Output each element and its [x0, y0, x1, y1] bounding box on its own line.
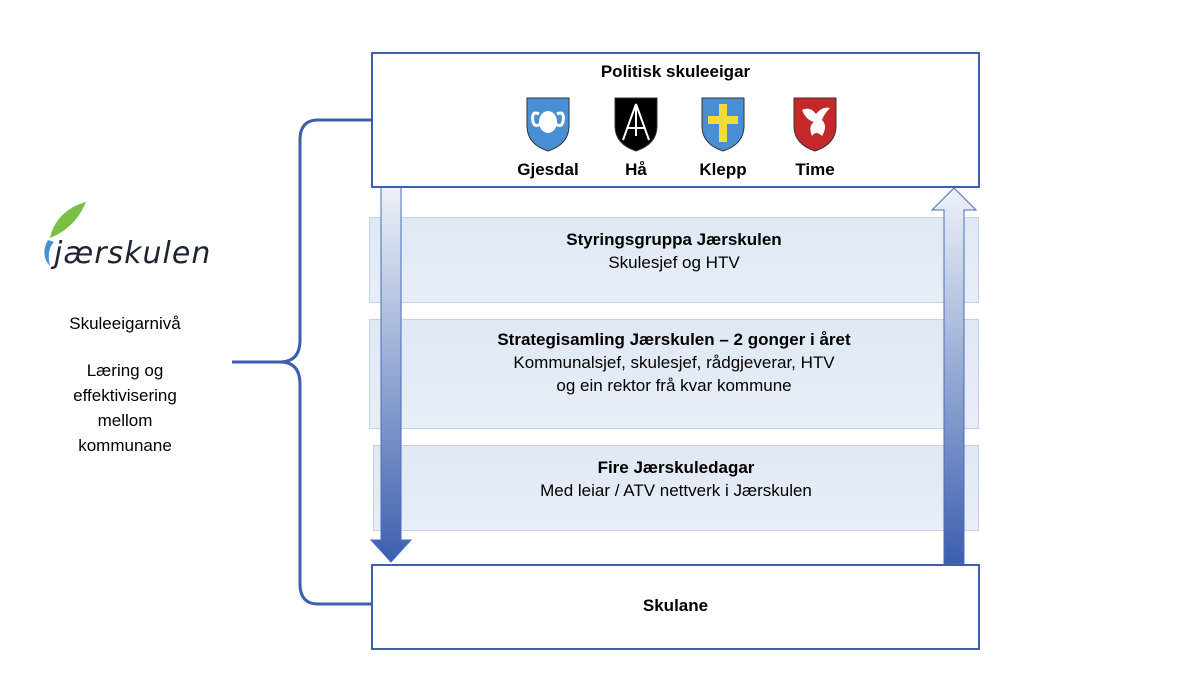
- cross-crest-icon: [701, 97, 745, 152]
- band-title: Styringsgruppa Jærskulen: [566, 230, 782, 249]
- ram-head-crest-icon: [526, 97, 570, 152]
- level-description: Læring og effektivisering mellom kommuna…: [40, 358, 210, 458]
- description-line: kommunane: [78, 436, 172, 455]
- description-line: mellom: [97, 411, 153, 430]
- band-title: Fire Jærskuledagar: [597, 458, 755, 477]
- municipality-name: Time: [795, 160, 835, 179]
- band-strategisamling: Strategisamling Jærskulen – 2 gonger i å…: [369, 319, 979, 429]
- band-jaerskuledagar: Fire Jærskuledagar Med leiar / ATV nettv…: [373, 445, 979, 531]
- bird-crest-icon: [793, 97, 837, 152]
- band-line: Skulesjef og HTV: [608, 253, 740, 272]
- political-owner-box: Politisk skuleeigar Gjesdal Hå Klepp Tim…: [371, 52, 980, 188]
- box-title: Skulane: [642, 596, 709, 615]
- up-arrow: [930, 187, 978, 565]
- leaf-icon: [44, 202, 86, 266]
- curly-brace: [232, 118, 372, 606]
- band-styringsgruppa: Styringsgruppa Jærskulen Skulesjef og HT…: [369, 217, 979, 303]
- box-title: Politisk skuleeigar: [600, 62, 751, 81]
- municipality-name: Klepp: [699, 160, 747, 179]
- band-line: Med leiar / ATV nettverk i Jærskulen: [540, 481, 812, 500]
- description-line: effektivisering: [73, 386, 177, 405]
- band-title: Strategisamling Jærskulen – 2 gonger i å…: [497, 330, 851, 349]
- band-line: Kommunalsjef, skulesjef, rådgjeverar, HT…: [513, 353, 835, 372]
- description-line: Læring og: [86, 361, 164, 380]
- band-line: og ein rektor frå kvar kommune: [556, 376, 792, 395]
- municipality-name: Hå: [625, 160, 647, 179]
- level-label: Skuleeigarnivå: [69, 314, 181, 333]
- logo-text: jærskulen: [54, 236, 212, 271]
- down-arrow: [369, 185, 413, 563]
- schools-box: Skulane: [371, 564, 980, 650]
- jaerskulen-logo: jærskulen: [40, 200, 240, 280]
- easel-crest-icon: [614, 97, 658, 152]
- municipality-name: Gjesdal: [517, 160, 579, 179]
